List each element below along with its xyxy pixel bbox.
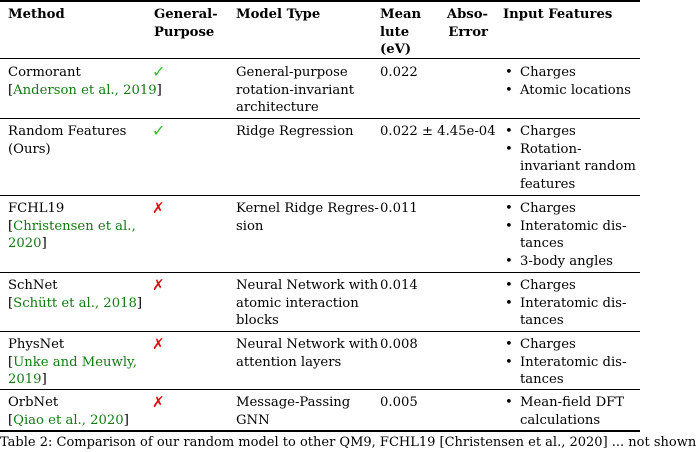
feature-item: Interatomic dis- tances	[503, 354, 626, 389]
mae-value: 0.008	[380, 337, 418, 352]
mae-value: 0.022 ± 4.45e-04	[380, 124, 496, 139]
table-top-rule	[0, 0, 640, 2]
feature-item: 3-body angles	[503, 253, 626, 271]
model-type: General-purpose rotation-invariant archi…	[236, 65, 355, 116]
feature-list: Charges Rotation- invariant random featu…	[503, 123, 636, 193]
cross-icon: ✗	[152, 335, 165, 353]
method-name: Random Features	[8, 124, 127, 139]
cross-icon: ✗	[152, 199, 165, 217]
method-name: SchNet	[8, 278, 58, 293]
header-rule	[0, 58, 640, 59]
table-row: OrbNet [Qiao et al., 2020]	[8, 394, 129, 429]
citation-link[interactable]: [Qiao et al., 2020]	[8, 412, 129, 428]
citation-link[interactable]: [Anderson et al., 2019]	[8, 82, 162, 98]
citation-link[interactable]: [Schütt et al., 2018]	[8, 295, 143, 311]
row-rule	[0, 195, 640, 196]
row-rule	[0, 331, 640, 332]
row-rule	[0, 389, 640, 390]
method-note: (Ours)	[8, 141, 51, 157]
cross-icon: ✗	[152, 393, 165, 411]
table-caption: Table 2: Comparison of our random model …	[0, 435, 696, 450]
mae-value: 0.011	[380, 201, 418, 216]
table-row: Random Features (Ours)	[8, 123, 126, 158]
feature-item: Charges	[503, 336, 626, 354]
feature-item: Charges	[503, 64, 631, 82]
method-name: FCHL19	[8, 201, 65, 216]
method-name: Cormorant	[8, 65, 81, 80]
model-type: Ridge Regression	[236, 124, 354, 139]
feature-list: Charges Interatomic dis- tances 3-body a…	[503, 200, 626, 270]
row-rule	[0, 118, 640, 119]
citation-link[interactable]: 2019]	[8, 372, 47, 388]
model-type: Message-Passing GNN	[236, 395, 351, 428]
table-bottom-rule	[0, 430, 640, 432]
header-model-type: Model Type	[236, 7, 321, 22]
feature-item: Charges	[503, 277, 626, 295]
table-row: Cormorant [Anderson et al., 2019]	[8, 64, 162, 99]
header-general-purpose: General- Purpose	[154, 7, 218, 40]
header-input-features: Input Features	[503, 7, 613, 22]
method-name: OrbNet	[8, 395, 59, 410]
table-row: SchNet [Schütt et al., 2018]	[8, 277, 142, 312]
model-type: Neural Network with atomic interaction b…	[236, 278, 379, 329]
feature-item: Interatomic dis- tances	[503, 295, 626, 330]
feature-list: Charges Interatomic dis- tances	[503, 336, 626, 389]
model-type: Neural Network with attention layers	[236, 337, 379, 370]
citation-link[interactable]: [Unke and Meuwly,	[8, 354, 137, 370]
mae-value: 0.005	[380, 395, 418, 410]
mae-value: 0.014	[380, 278, 418, 293]
feature-list: Charges Atomic locations	[503, 64, 631, 99]
table-row: PhysNet [Unke and Meuwly, 2019]	[8, 336, 137, 389]
feature-item: Rotation- invariant random features	[503, 141, 636, 194]
table-row: FCHL19 [Christensen et al., 2020]	[8, 200, 136, 253]
feature-list: Charges Interatomic dis- tances	[503, 277, 626, 330]
method-name: PhysNet	[8, 337, 65, 352]
mae-value: 0.022	[380, 65, 418, 80]
feature-list: Mean-field DFT calculations	[503, 394, 638, 429]
feature-item: Interatomic dis- tances	[503, 218, 626, 253]
feature-item: Charges	[503, 123, 636, 141]
citation-link[interactable]: [Christensen et al.,	[8, 218, 136, 234]
check-icon: ✓	[152, 62, 166, 81]
citation-link[interactable]: 2020]	[8, 236, 47, 252]
cross-icon: ✗	[152, 276, 165, 294]
header-method: Method	[8, 7, 65, 22]
model-type: Kernel Ridge Regres- sion	[236, 201, 379, 234]
row-rule	[0, 272, 640, 273]
feature-item: Atomic locations	[503, 82, 631, 100]
check-icon: ✓	[152, 121, 166, 140]
feature-item: Mean-field DFT calculations	[503, 394, 638, 429]
feature-item: Charges	[503, 200, 626, 218]
